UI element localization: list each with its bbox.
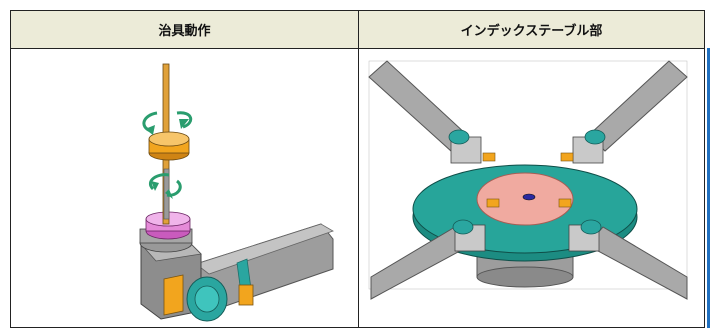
figure-row: [10, 48, 705, 328]
index-table-figure: [368, 60, 688, 300]
jig-motion-figure: [139, 63, 334, 322]
comparison-table: 治具動作 インデックステーブル部: [10, 10, 705, 328]
header-index-table: インデックステーブル部: [358, 10, 705, 49]
index-table-cell: [358, 48, 705, 328]
header-jig-motion: 治具動作: [10, 10, 359, 49]
jig-motion-cell: [10, 48, 359, 328]
right-edge-rule: [707, 48, 710, 328]
header-row: 治具動作 インデックステーブル部: [10, 10, 705, 49]
